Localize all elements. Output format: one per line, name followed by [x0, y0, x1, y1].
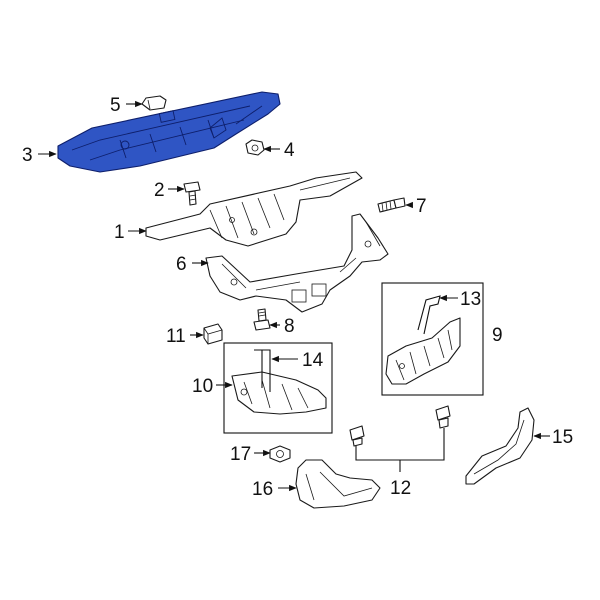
callout-11: 11 — [166, 326, 186, 347]
callout-6: 6 — [176, 254, 187, 275]
step-cap-left[interactable] — [295, 459, 381, 509]
trailer-hitch[interactable] — [205, 213, 389, 313]
bolt-part-2[interactable] — [183, 181, 201, 206]
clip-left[interactable] — [349, 425, 365, 447]
callout-4: 4 — [284, 140, 295, 161]
callout-14: 14 — [302, 350, 324, 371]
nut-part-17[interactable] — [269, 445, 291, 463]
clip-part-4[interactable] — [245, 139, 265, 156]
bracket-part-9[interactable] — [385, 317, 461, 385]
step-pad-highlighted[interactable] — [57, 91, 281, 173]
callout-2: 2 — [154, 180, 165, 201]
callout-3: 3 — [22, 145, 33, 166]
assembly-box-9 — [381, 282, 484, 396]
assembly-box-10 — [223, 342, 333, 434]
callout-labels: 1 2 3 4 5 6 7 8 9 10 11 12 13 14 15 16 1… — [22, 95, 573, 500]
step-cap-right[interactable] — [465, 407, 535, 485]
wire-part-13[interactable] — [417, 295, 441, 335]
callout-15: 15 — [552, 427, 573, 448]
callout-12: 12 — [390, 478, 411, 499]
callout-8: 8 — [284, 316, 295, 337]
clip-right[interactable] — [435, 405, 451, 429]
grommet-part-11[interactable] — [203, 323, 223, 345]
callout-10: 10 — [192, 376, 213, 397]
wire-part-14[interactable] — [254, 349, 271, 392]
callout-13: 13 — [460, 289, 481, 310]
callout-16: 16 — [252, 479, 273, 500]
callout-9: 9 — [492, 325, 503, 346]
bolt-part-8[interactable] — [253, 308, 271, 331]
plug-part[interactable] — [141, 95, 167, 111]
bracket-12 — [355, 428, 445, 472]
callout-17: 17 — [230, 444, 251, 465]
callout-5: 5 — [110, 95, 121, 116]
leader-lines — [38, 100, 550, 492]
callout-1: 1 — [114, 222, 125, 243]
bracket-part-10[interactable] — [231, 371, 327, 415]
bolt-part-7[interactable] — [377, 197, 406, 213]
callout-7: 7 — [416, 196, 427, 217]
bumper-reinforcement[interactable] — [145, 171, 363, 247]
